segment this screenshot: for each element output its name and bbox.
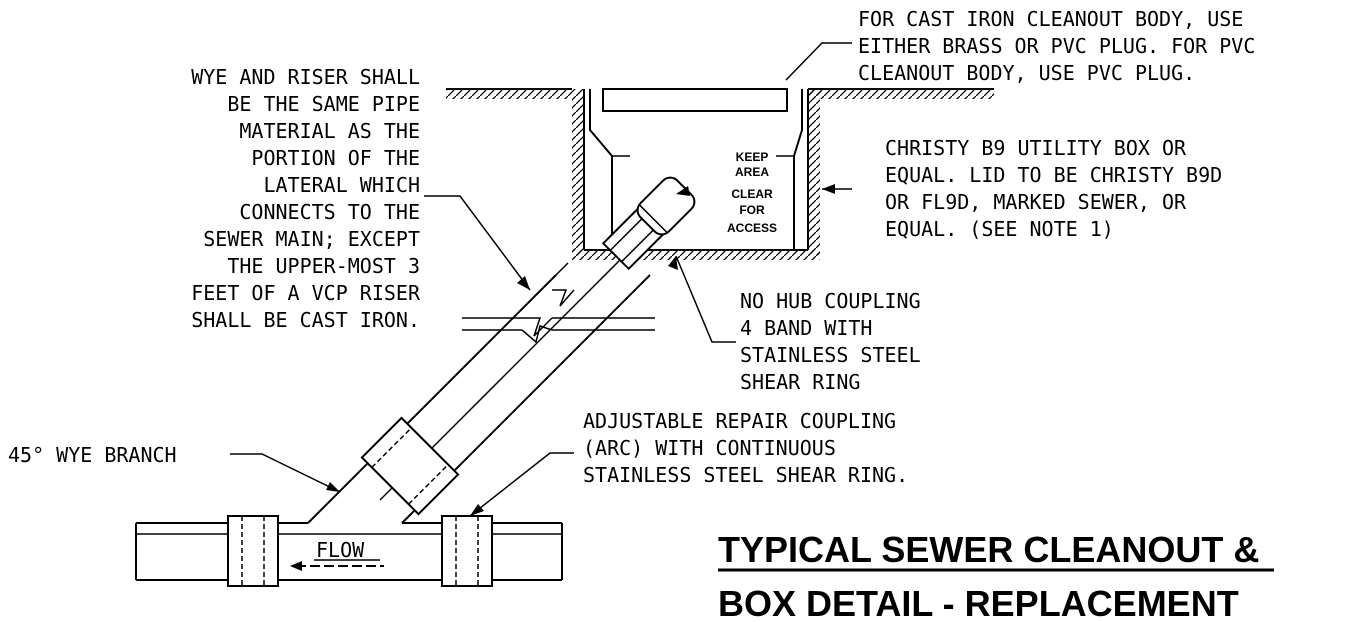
note-plug: FOR CAST IRON CLEANOUT BODY, USE EITHER … [858, 7, 1255, 85]
box-label-line: CLEAR [731, 187, 773, 201]
leader-arrowheads [326, 184, 835, 516]
note-no-hub: NO HUB COUPLING 4 BAND WITH STAINLESS ST… [740, 289, 921, 394]
note-line: CHRISTY B9 UTILITY BOX OR [885, 136, 1187, 160]
utility-box [572, 89, 820, 260]
note-line: NO HUB COUPLING [740, 289, 921, 313]
box-lid [602, 88, 788, 112]
box-access-label: KEEP AREA CLEAR FOR ACCESS [727, 150, 777, 235]
note-wye: 45° WYE BRANCH [8, 443, 177, 467]
ground-surface [446, 88, 994, 99]
flow-label: FLOW [316, 538, 365, 562]
note-line: SEWER MAIN; EXCEPT [203, 227, 420, 251]
note-line: SHALL BE CAST IRON. [191, 308, 420, 332]
note-line: CONNECTS TO THE [239, 200, 420, 224]
box-label-line: FOR [739, 203, 765, 217]
note-line: ADJUSTABLE REPAIR COUPLING [583, 409, 896, 433]
svg-text:TYPICAL SEWER CLEANOUT &: TYPICAL SEWER CLEANOUT & [718, 529, 1259, 570]
arc-coupling [360, 416, 460, 516]
note-line: LATERAL WHICH [263, 173, 420, 197]
note-line: THE UPPER-MOST 3 [227, 254, 420, 278]
note-line: 4 BAND WITH [740, 316, 872, 340]
title-main: TYPICAL SEWER CLEANOUT [718, 529, 1223, 570]
main-coupling-right [441, 515, 493, 587]
note-line: BE THE SAME PIPE [227, 92, 420, 116]
flow-arrow [290, 561, 384, 571]
note-line: CLEANOUT BODY, USE PVC PLUG. [858, 61, 1195, 85]
pipe-break-symbol [462, 289, 655, 344]
note-line: STAINLESS STEEL SHEAR RING. [583, 463, 908, 487]
note-line: STAINLESS STEEL [740, 343, 921, 367]
leader-lines [230, 42, 852, 517]
note-line: WYE AND RISER SHALL [191, 65, 420, 89]
note-arc: ADJUSTABLE REPAIR COUPLING (ARC) WITH CO… [583, 409, 908, 487]
box-label-line: AREA [735, 165, 769, 179]
note-riser: WYE AND RISER SHALL BE THE SAME PIPE MAT… [191, 65, 421, 332]
note-line: FOR CAST IRON CLEANOUT BODY, USE [858, 7, 1243, 31]
note-utility-box: CHRISTY B9 UTILITY BOX OR EQUAL. LID TO … [885, 136, 1222, 241]
note-line: (ARC) WITH CONTINUOUS [583, 436, 836, 460]
box-label-line: KEEP [736, 150, 769, 164]
title-tail: & [1223, 529, 1259, 570]
drawing-title: TYPICAL SEWER CLEANOUT & BOX DETAIL - RE… [718, 529, 1274, 622]
note-line: EQUAL. LID TO BE CHRISTY B9D [885, 163, 1222, 187]
note-line: MATERIAL AS THE [239, 119, 420, 143]
box-label-line: ACCESS [727, 221, 777, 235]
note-line: EQUAL. (SEE NOTE 1) [885, 217, 1114, 241]
note-line: OR FL9D, MARKED SEWER, OR [885, 190, 1187, 214]
note-line: SHEAR RING [740, 370, 860, 394]
note-line: EITHER BRASS OR PVC PLUG. FOR PVC [858, 34, 1255, 58]
title-line2: BOX DETAIL - REPLACEMENT [718, 583, 1239, 622]
main-coupling-left [227, 515, 279, 587]
note-line: FEET OF A VCP RISER [191, 281, 421, 305]
note-line: PORTION OF THE [251, 146, 420, 170]
